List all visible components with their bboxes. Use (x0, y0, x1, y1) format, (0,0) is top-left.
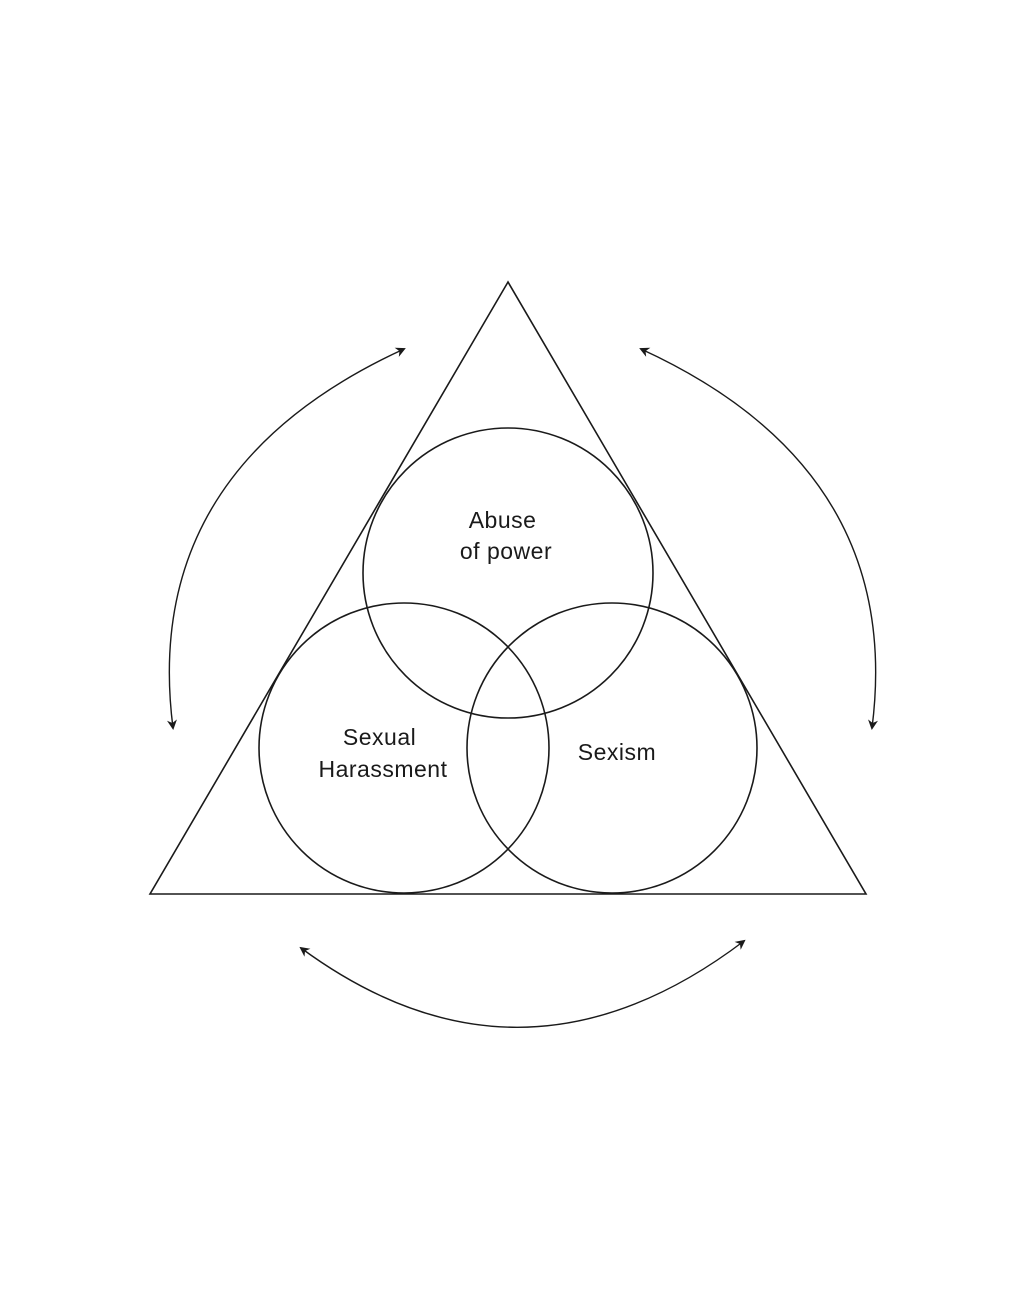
circle-abuse-of-power (362, 427, 654, 719)
bottom-double-arrow (299, 939, 746, 1028)
label-sexism: Sexism (578, 739, 656, 765)
label-abuse-line-1: Abuse (469, 507, 537, 533)
circle-sexism (466, 602, 758, 894)
right-double-arrow (639, 347, 878, 730)
outer-triangle (148, 280, 868, 895)
label-sexism-line-1: Sexism (578, 739, 656, 765)
label-harassment-line-2: Harassment (319, 756, 448, 782)
left-double-arrow (167, 347, 406, 730)
label-abuse-line-2: of power (460, 538, 552, 564)
label-abuse-of-power: Abuse of power (460, 507, 552, 564)
label-harassment-line-1: Sexual (343, 724, 416, 750)
label-sexual-harassment: Sexual Harassment (319, 724, 448, 782)
